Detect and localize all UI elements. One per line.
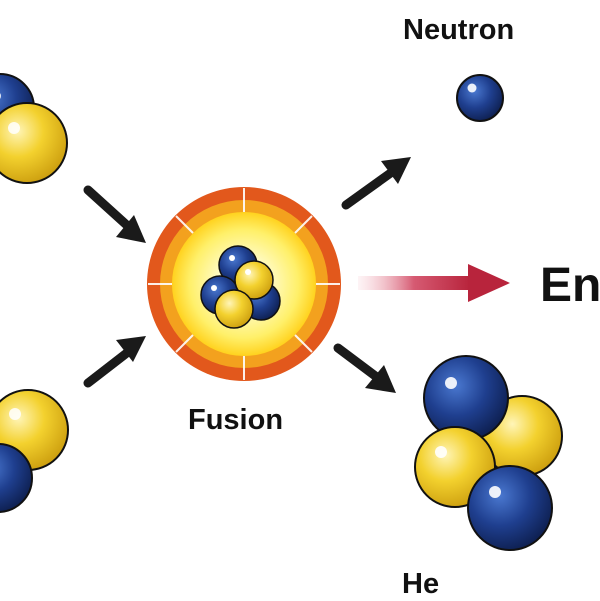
highlight — [435, 446, 447, 458]
highlight — [9, 408, 21, 420]
highlight — [445, 377, 457, 389]
highlight — [0, 93, 1, 99]
arrow-in-top — [83, 185, 146, 243]
fusion-rays — [148, 188, 340, 380]
helium-label: He — [402, 568, 440, 600]
helium-nucleus — [414, 355, 563, 551]
neutron-particle — [456, 74, 504, 122]
proton-ball — [0, 102, 68, 184]
neutron-label: Neutron — [403, 14, 515, 46]
arrow-out-helium — [333, 343, 396, 393]
arrow-out-neutron — [341, 157, 411, 210]
neutron-ball — [467, 465, 553, 551]
energy-arrow — [358, 264, 510, 302]
reactant-nucleus-bottom — [0, 389, 69, 513]
fusion-burst — [147, 187, 341, 381]
neutron-ball — [423, 355, 509, 441]
arrow-in-bottom — [83, 336, 146, 388]
fusion-label: Fusion — [188, 404, 284, 436]
highlight — [8, 122, 20, 134]
reactant-nucleus-top — [0, 73, 68, 184]
fusion-nucleus — [200, 245, 281, 329]
neutron-ball — [0, 443, 33, 513]
highlight — [489, 486, 501, 498]
energy-label: En — [540, 259, 600, 312]
